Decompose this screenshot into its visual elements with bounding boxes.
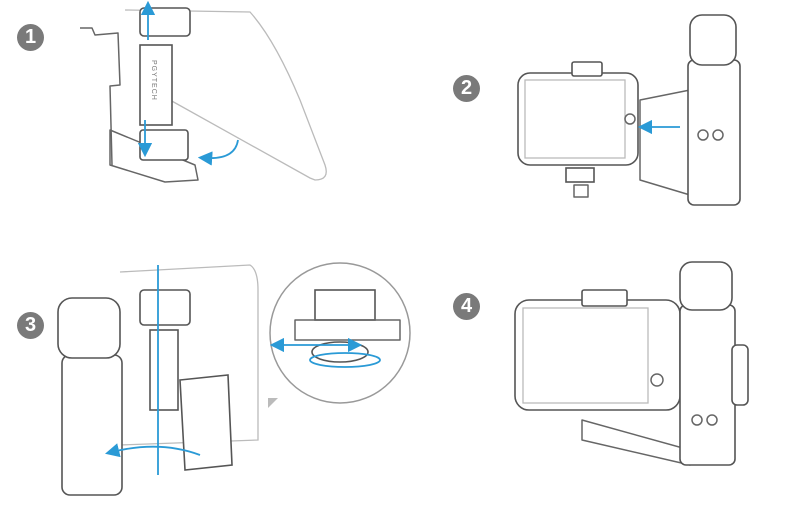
bracket [179,374,233,471]
clip-detail [314,289,376,321]
rotate-arrow [105,443,201,458]
control-button [706,414,718,426]
step4-illustration [514,261,749,466]
osmo-pocket [679,304,736,466]
clip-bottom [139,129,189,161]
bracket [80,27,121,166]
clip-logo: PGYTECH [150,60,157,101]
gimbal-camera [689,14,737,66]
rotate-arrow [197,139,239,166]
phone [119,264,259,446]
step1-illustration: PGYTECH [80,0,327,183]
control-button [697,129,709,141]
step-badge-4: 4 [453,293,480,320]
phone [517,72,639,166]
clip-top [581,289,628,307]
step3-illustration [57,262,411,496]
clip-body [149,329,179,411]
tighten-arrow [309,352,381,368]
mount-screw [573,184,589,198]
home-button [650,373,664,387]
control-button [712,129,724,141]
step-badge-2: 2 [453,75,480,102]
clip-body [139,44,173,126]
zoom-arrow [268,398,278,408]
step-badge-1: 1 [17,24,44,51]
clip-top [571,61,603,77]
osmo-pocket [61,354,123,496]
clip-top [139,289,191,326]
side-clip [731,344,749,406]
clip-bottom [565,167,595,183]
home-button [624,113,636,125]
control-button [691,414,703,426]
phone-screen [522,307,649,404]
gimbal-camera [679,261,733,311]
phone [514,299,681,411]
phone [124,9,327,181]
bracket [639,89,691,196]
gimbal-camera [57,297,121,359]
step2-illustration [517,14,741,206]
detail-magnifier [269,262,411,404]
bracket-base [581,419,691,466]
bracket-detail [294,319,401,341]
step-badge-3: 3 [17,312,44,339]
